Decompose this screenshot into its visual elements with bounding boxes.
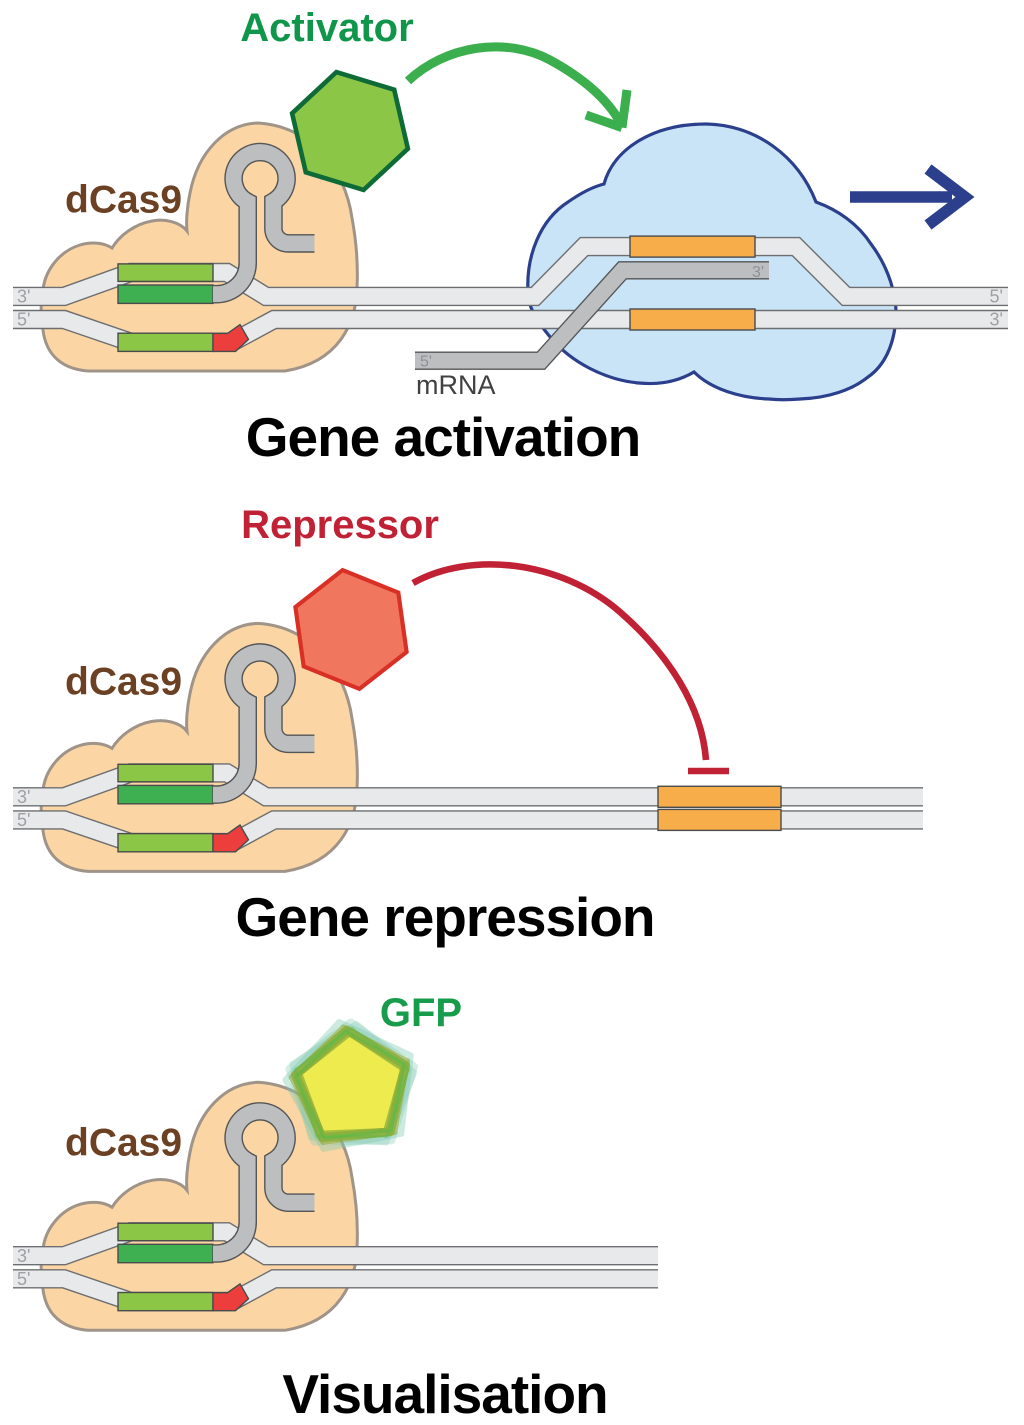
repression-arc xyxy=(411,561,710,761)
dcas9-label: dCas9 xyxy=(65,661,182,704)
panel-title-gene-repression: Gene repression xyxy=(235,886,654,948)
gfp-label: GFP xyxy=(380,991,462,1035)
mrna-strand xyxy=(415,262,769,369)
panel-gene-repression: dCas9 Repressor Gene repression xyxy=(13,503,923,948)
gene-block-bottom xyxy=(629,308,756,331)
panel-visualisation: dCas9 GFP Visualisation xyxy=(13,991,658,1425)
dna-right-bottom-end-label: 3' xyxy=(990,310,1003,330)
panel-title-gene-activation: Gene activation xyxy=(246,406,641,468)
dna-right-top-end-label: 5' xyxy=(990,287,1003,307)
gene-block-top xyxy=(629,235,756,258)
dna-strand-top xyxy=(13,238,1008,305)
activation-arrow-arc xyxy=(404,42,624,125)
activator-hexagon xyxy=(289,69,411,193)
panel-title-visualisation: Visualisation xyxy=(282,1363,607,1425)
mrna-five-prime-label: 5' xyxy=(420,354,432,371)
gene-block-bottom xyxy=(657,808,782,832)
dcas9-label: dCas9 xyxy=(65,1122,182,1165)
activator-label: Activator xyxy=(240,6,413,50)
transcription-arrow xyxy=(850,164,975,230)
dcas9-label: dCas9 xyxy=(65,179,182,222)
repressor-label: Repressor xyxy=(241,503,439,547)
panel-gene-activation: 5' 3' 5' 3' dCas9 Activator mRNA Gene ac… xyxy=(13,6,1008,468)
repressor-hexagon xyxy=(293,567,409,692)
activation-arrow-head xyxy=(584,89,632,132)
gene-block-top xyxy=(657,785,782,808)
gfp-pentagon xyxy=(282,1018,418,1152)
mrna-label: mRNA xyxy=(416,370,496,400)
mrna-three-prime-label: 3' xyxy=(752,264,764,281)
